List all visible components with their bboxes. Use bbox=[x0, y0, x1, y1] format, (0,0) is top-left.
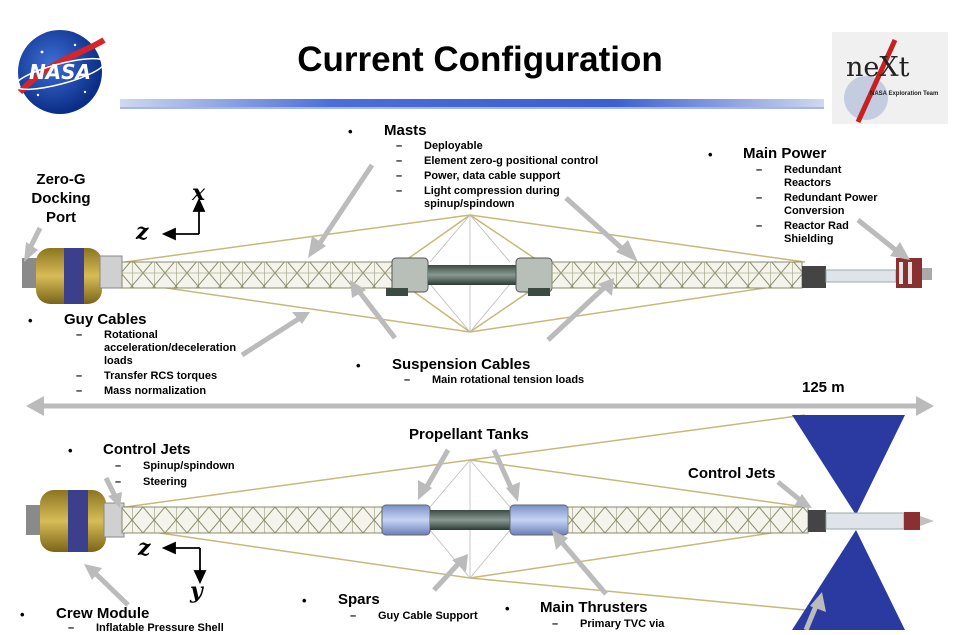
bullet-main-power: • bbox=[708, 147, 713, 162]
bottom-axes bbox=[161, 541, 207, 585]
control-jets-left-heading: Control Jets bbox=[103, 441, 191, 458]
next-logo-tagline: NASA Exploration Team bbox=[870, 91, 939, 97]
thruster-assembly bbox=[808, 510, 934, 532]
suspension-item: Main rotational tension loads bbox=[432, 374, 585, 386]
main-thrusters-item: Primary TVC via bbox=[580, 618, 665, 630]
next-logo-text: neXt bbox=[846, 52, 910, 83]
nasa-logo bbox=[14, 30, 106, 114]
guy-cables-item: Rotational acceleration/deceleration loa… bbox=[104, 329, 237, 367]
axis-z-label-top: z bbox=[136, 219, 149, 245]
bullet-crew-module: • bbox=[20, 607, 25, 622]
main-thrusters-heading: Main Thrusters bbox=[540, 599, 648, 616]
propellant-tanks bbox=[381, 504, 569, 536]
control-jets-item: Steering bbox=[143, 476, 188, 488]
main-power-item: Redundant Power Conversion bbox=[784, 192, 878, 217]
right-mast-truss bbox=[551, 261, 803, 289]
main-power-module bbox=[802, 258, 932, 288]
masts-item: Deployable bbox=[424, 140, 483, 152]
main-power-item: Redundant Reactors bbox=[784, 164, 842, 189]
guy-cables-item: Transfer RCS torques bbox=[104, 370, 218, 382]
crew-module bbox=[26, 490, 125, 552]
top-arrowheads bbox=[24, 236, 910, 324]
bottom-arrowheads bbox=[84, 480, 826, 612]
main-power-item: Reactor Rad Shielding bbox=[784, 220, 849, 245]
title-underline-bar-thin bbox=[120, 107, 824, 109]
spars-item: Guy Cable Support bbox=[378, 610, 478, 622]
bullet-masts: • bbox=[348, 124, 353, 139]
suspension-list: –Main rotational tension loads bbox=[404, 374, 585, 386]
masts-item: Power, data cable support bbox=[424, 170, 561, 182]
crew-module-list: –Inflatable Pressure Shell bbox=[68, 622, 224, 634]
masts-heading: Masts bbox=[384, 122, 427, 139]
bottom-left-truss bbox=[121, 506, 383, 534]
bottom-right-truss bbox=[567, 506, 809, 534]
spars-list: –Guy Cable Support bbox=[350, 610, 478, 622]
bullet-spars: • bbox=[302, 593, 307, 608]
next-logo bbox=[832, 32, 948, 124]
title-underline-bar bbox=[120, 99, 824, 107]
control-jets-left-list: –Spinup/spindown –Steering bbox=[115, 460, 235, 488]
bottom-callout-arrows bbox=[92, 448, 819, 630]
masts-list: –Deployable –Element zero-g positional c… bbox=[396, 140, 599, 210]
spars-heading: Spars bbox=[338, 591, 380, 608]
length-label: 125 m bbox=[802, 379, 845, 396]
crew-module-item: Inflatable Pressure Shell bbox=[96, 622, 224, 634]
radiator-panel-upper bbox=[792, 415, 905, 515]
radiator-panel-lower bbox=[792, 530, 905, 630]
length-dimension-arrow bbox=[26, 396, 934, 416]
main-power-heading: Main Power bbox=[743, 145, 827, 162]
top-axes bbox=[161, 197, 206, 241]
crew-module-heading: Crew Module bbox=[56, 605, 150, 622]
suspension-cables-heading: Suspension Cables bbox=[392, 356, 531, 373]
bullet-main-thrusters: • bbox=[505, 601, 510, 616]
zero-g-docking-port-label: Zero-G Docking Port bbox=[31, 171, 91, 226]
guy-cables-heading: Guy Cables bbox=[64, 311, 147, 328]
main-thrusters-list: –Primary TVC via bbox=[552, 618, 665, 630]
axis-y-label: y bbox=[190, 578, 203, 604]
bullet-guy-cables: • bbox=[28, 313, 33, 328]
control-jets-right-label: Control Jets bbox=[688, 465, 776, 482]
top-callout-arrows bbox=[27, 163, 900, 358]
bullet-control-jets-left: • bbox=[68, 443, 73, 458]
control-jets-item: Spinup/spindown bbox=[143, 460, 235, 472]
main-power-list: –Redundant Reactors –Redundant Power Con… bbox=[756, 164, 878, 245]
axis-x-label: x bbox=[192, 180, 206, 206]
central-hub bbox=[386, 257, 553, 296]
propellant-tanks-label: Propellant Tanks bbox=[409, 426, 529, 443]
guy-cables-item: Mass normalization bbox=[104, 385, 207, 397]
axis-z-label-bottom: z bbox=[138, 535, 151, 561]
page-title: Current Configuration bbox=[297, 40, 663, 79]
bullet-suspension: • bbox=[356, 358, 361, 373]
guy-cables-list: –Rotational acceleration/deceleration lo… bbox=[76, 329, 237, 397]
left-mast-truss bbox=[121, 261, 393, 289]
masts-item: Element zero-g positional control bbox=[424, 155, 599, 167]
nasa-logo-text: NASA bbox=[28, 60, 92, 84]
masts-item: Light compression during spinup/spindown bbox=[424, 185, 560, 210]
docking-port-module bbox=[22, 248, 123, 304]
